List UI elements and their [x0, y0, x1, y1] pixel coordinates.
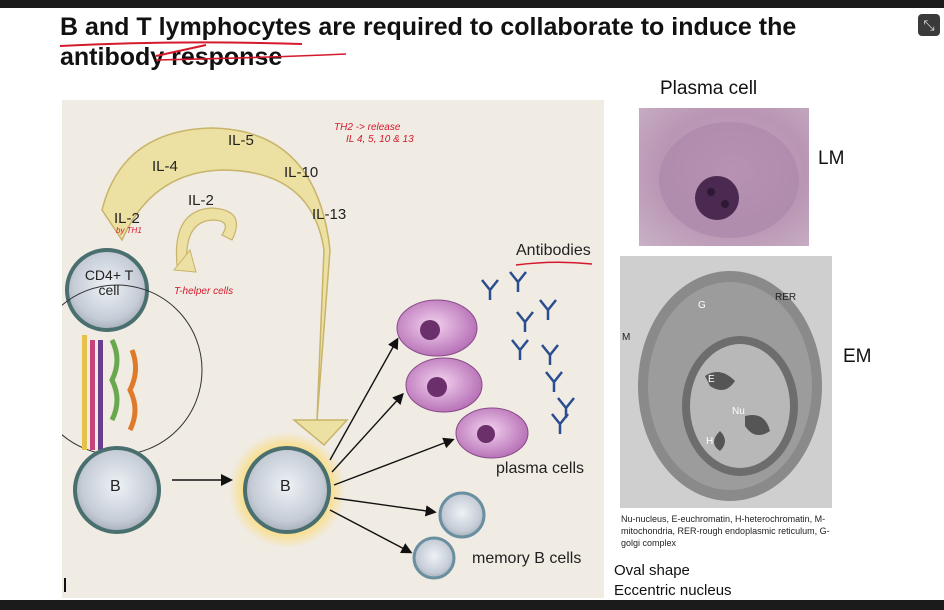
lymphocyte-diagram: IL-5 IL-4 IL-10 IL-2 IL-13 IL-2 CD4+ T c…: [62, 100, 604, 598]
b-cell-activated-label: B: [280, 478, 291, 496]
memory-cell-1: [440, 493, 484, 537]
plasma-cell-title: Plasma cell: [660, 78, 757, 100]
em-caption: Nu-nucleus, E-euchromatin, H-heterochrom…: [621, 513, 841, 549]
plasma-cells-label: plasma cells: [496, 460, 584, 478]
text-cursor: [64, 578, 66, 592]
memory-cells-label: memory B cells: [472, 550, 581, 568]
t-cell-label: CD4+ T cell: [84, 268, 134, 298]
il5-label: IL-5: [228, 132, 254, 149]
lm-micrograph: [639, 108, 809, 246]
memory-cell-2: [414, 538, 454, 578]
window-bottom-bar: [0, 600, 944, 610]
il10-label: IL-10: [284, 164, 318, 181]
annotation-t-helper: T-helper cells: [174, 286, 233, 297]
annotation-th2: TH2 -> release: [334, 122, 400, 133]
il2-top-label: IL-2: [188, 192, 214, 209]
il2-left-label: IL-2: [114, 210, 140, 227]
title-underline: [56, 36, 396, 66]
lm-label: LM: [818, 148, 844, 170]
em-marker-nu: Nu: [732, 406, 745, 417]
annotation-th1: by TH1: [116, 226, 142, 235]
em-marker-rer: RER: [775, 292, 796, 303]
feature-oval-shape: Oval shape: [614, 562, 690, 579]
antibodies-label: Antibodies: [516, 242, 591, 260]
em-marker-e: E: [708, 374, 715, 385]
il13-label: IL-13: [312, 206, 346, 223]
annotation-interleukins: IL 4, 5, 10 & 13: [346, 134, 414, 145]
window-top-bar: [0, 0, 944, 8]
em-marker-g: G: [698, 300, 706, 311]
em-micrograph: RER G M E Nu H: [620, 256, 832, 508]
em-svg: [620, 256, 832, 508]
collapse-icon[interactable]: ⤡: [918, 14, 940, 36]
feature-eccentric-nucleus: Eccentric nucleus: [614, 582, 732, 599]
b-cell-label: B: [110, 478, 121, 496]
antibodies-underline: [514, 260, 594, 268]
lm-svg: [639, 108, 809, 246]
em-label: EM: [843, 346, 872, 368]
em-marker-m: M: [622, 332, 630, 343]
slide: B and T lymphocytes are required to coll…: [0, 8, 944, 610]
il4-label: IL-4: [152, 158, 178, 175]
diagram-svg: [62, 100, 604, 598]
em-marker-h: H: [706, 436, 713, 447]
